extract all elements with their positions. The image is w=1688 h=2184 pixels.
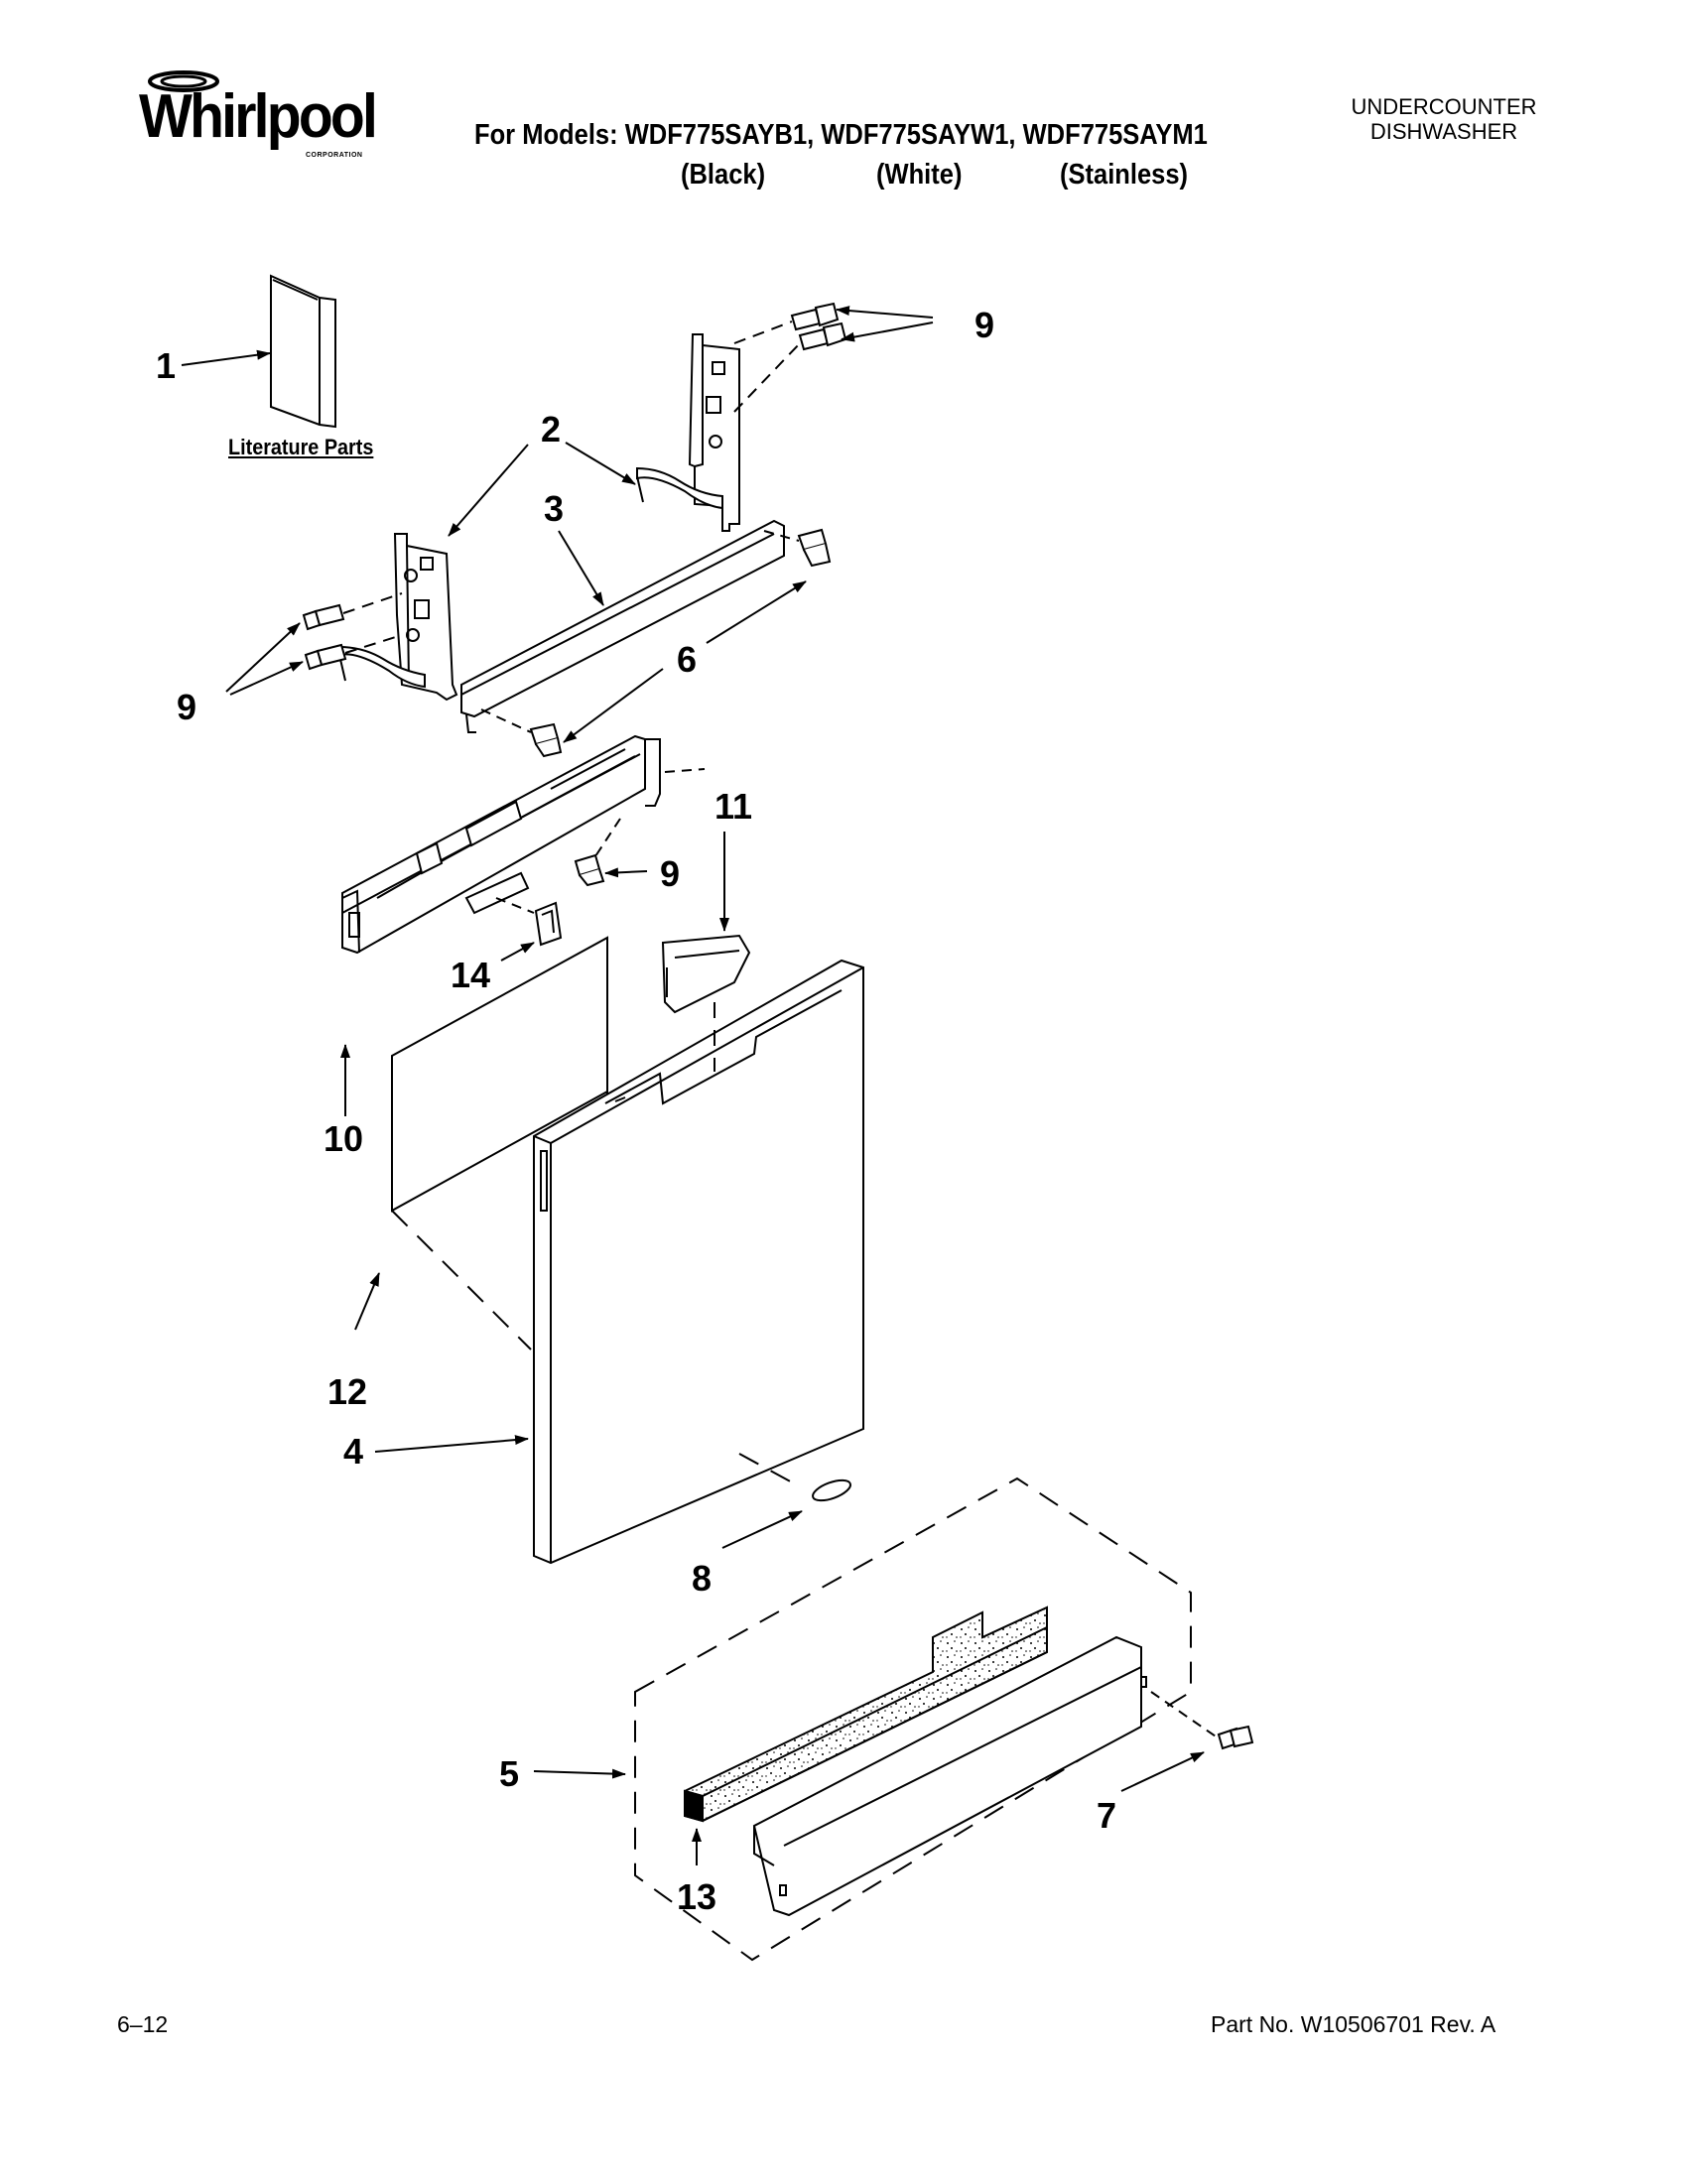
callout-5: 5 [499,1753,519,1794]
callout-13: 13 [677,1876,716,1917]
control-button-clip [495,897,563,947]
product-type-line1: UNDERCOUNTER [1351,94,1537,119]
callout-9-top: 9 [974,305,994,345]
callout-numbers: 1 2 3 9 9 6 11 9 14 10 12 4 8 5 7 13 [156,305,1116,1917]
variant-stainless: (Stainless) [1060,159,1189,191]
toe-kick-panel [752,1635,1147,1917]
hinge-screw-top-1 [733,302,840,344]
brand-wordmark: Whirlpool [139,82,378,151]
logo-swirl-icon [148,70,219,92]
hinge-screw-left-2 [304,634,403,671]
left-hinge-bracket [338,533,458,702]
trim-screw-right [763,528,832,568]
callout-1: 1 [156,345,176,386]
literature-parts-label: Literature Parts [228,435,374,459]
literature-booklet [270,274,336,429]
callout-10: 10 [324,1118,363,1159]
callout-8: 8 [692,1558,712,1599]
callout-3: 3 [544,488,564,529]
control-panel-assembly [341,734,706,955]
callout-14: 14 [451,955,490,995]
variant-white: (White) [876,159,963,191]
models-title: For Models: WDF775SAYB1, WDF775SAYW1, WD… [474,119,1208,151]
oval-badge [812,1478,851,1502]
toe-panel-screw [1150,1691,1254,1750]
right-hinge-bracket [636,333,740,532]
callout-7: 7 [1097,1795,1116,1836]
product-type-line2: DISHWASHER [1369,119,1518,144]
callout-9-mid: 9 [660,853,680,894]
date-code: 6–12 [117,2011,169,2037]
brand-logo: Whirlpool CORPORATION [129,62,417,181]
callout-11: 11 [714,786,752,827]
hinge-screw-top-2 [733,321,847,413]
callout-2: 2 [541,409,561,450]
variant-black: (Black) [681,159,766,191]
callout-6: 6 [677,639,697,680]
control-panel-screw [574,818,621,887]
callout-4: 4 [343,1431,363,1472]
brand-corporation: CORPORATION [306,152,363,159]
hinge-screw-left-1 [302,592,403,631]
callout-leaders [181,306,1205,1865]
toe-panel-assembly-outline [634,1477,1192,1962]
door-top-trim [460,519,785,733]
trim-screw-left [480,708,563,758]
door-handle [661,934,751,1072]
callout-9-left: 9 [177,687,196,727]
toe-insulation-strip [684,1606,1048,1823]
part-number: Part No. W10506701 Rev. A [1211,2011,1496,2037]
outer-door-panel [533,959,864,1565]
callout-12: 12 [327,1371,367,1412]
